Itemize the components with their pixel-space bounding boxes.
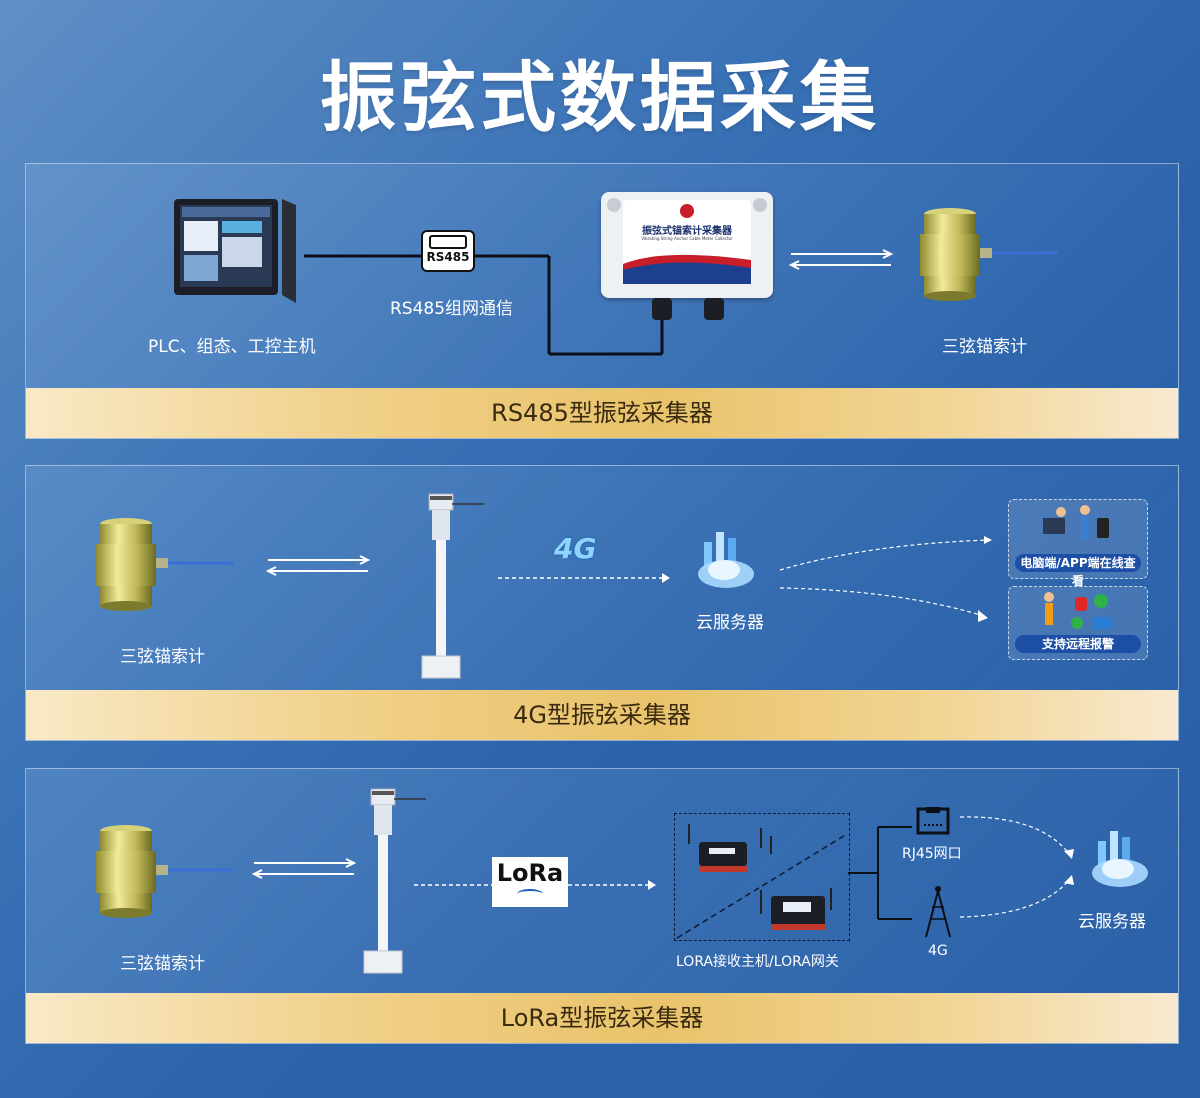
4g-logo-icon: 4G: [554, 532, 597, 565]
gateway-label: LORA接收主机/LORA网关: [676, 954, 839, 970]
gateway-device-icon: [676, 824, 848, 939]
panel-footer: RS485型振弦采集器: [26, 388, 1178, 438]
rj45-label: RJ45网口: [902, 846, 962, 862]
remote-alarm-badge: 支持远程报警: [1008, 586, 1148, 660]
collector-device-icon: 振弦式锚索计采集器 Vibrating String Anchor Cable …: [601, 192, 773, 298]
dashed-arrow-icon: [498, 573, 670, 583]
remote-alarm-text: 支持远程报警: [1015, 635, 1141, 653]
user-desktop-icon: [1043, 505, 1109, 538]
dashed-curve-arrows-icon: [959, 816, 1074, 918]
bidirectional-arrow-icon: [251, 858, 357, 879]
dashed-arrow-icon: [414, 880, 656, 890]
sensor-label: 三弦锚索计: [120, 647, 205, 667]
collector-subtitle: Vibrating String Anchor Cable Meter Coll…: [641, 236, 733, 241]
panel-4g: 三弦锚索计 4G 云服务器: [25, 465, 1179, 741]
fourg-label: 4G: [928, 943, 948, 959]
anchor-sensor-icon: [96, 518, 234, 611]
lora-logo-text: LoRa: [496, 859, 564, 887]
cell-tower-icon: [925, 886, 951, 938]
lora-gateway-box: [674, 813, 850, 941]
sensor-label: 三弦锚索计: [942, 337, 1027, 357]
rs485-label: RS485组网通信: [390, 299, 514, 319]
pole-collector-icon: [363, 788, 426, 974]
online-view-badge: 电脑端/APP端在线查看: [1008, 499, 1148, 588]
dashed-curve-arrows-icon: [779, 536, 992, 622]
panel-footer: LoRa型振弦采集器: [26, 993, 1178, 1043]
branch-lines-icon: [848, 826, 912, 920]
rs485-connector-icon: RS485: [421, 230, 475, 272]
rj45-port-icon: [916, 807, 950, 835]
anchor-sensor-icon: [96, 825, 234, 918]
panel-lora: 三弦锚索计 LoRa: [25, 768, 1179, 1044]
cloud-label: 云服务器: [1078, 912, 1146, 932]
panel-footer: 4G型振弦采集器: [26, 690, 1178, 740]
rs485-badge-text: RS485: [426, 250, 470, 264]
anchor-sensor-icon: [920, 208, 1058, 301]
alarm-notify-icon: [1044, 592, 1111, 629]
collector-title: 振弦式锚索计采集器: [642, 226, 732, 237]
cloud-label: 云服务器: [696, 613, 764, 633]
plc-label: PLC、组态、工控主机: [148, 337, 316, 357]
lora-logo-icon: LoRa: [492, 857, 568, 907]
online-view-text: 电脑端/APP端在线查看: [1015, 554, 1141, 588]
cloud-server-icon: [698, 532, 754, 588]
bidirectional-arrow-icon: [788, 249, 894, 270]
pole-collector-icon: [421, 493, 484, 679]
page-title: 振弦式数据采集: [320, 53, 880, 142]
cable-gland-icon: [652, 298, 724, 320]
panel-rs485: PLC、组态、工控主机 RS485 RS485组网通信 振弦式锚索计采集器 Vi…: [25, 163, 1179, 439]
industrial-pc-icon: [174, 199, 296, 303]
sensor-label: 三弦锚索计: [120, 954, 205, 974]
bidirectional-arrow-icon: [265, 555, 371, 576]
cloud-server-icon: [1092, 831, 1148, 887]
